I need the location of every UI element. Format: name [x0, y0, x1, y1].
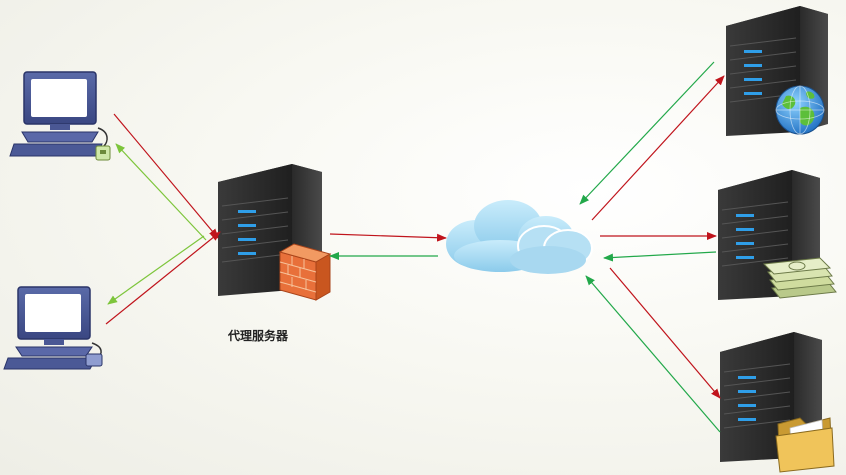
server-globe-icon	[726, 6, 828, 136]
request-arrow-proxy-cloud	[329, 233, 447, 242]
response-arrow-files-cloud	[585, 275, 721, 433]
server-firewall-icon	[218, 164, 332, 301]
request-arrow-top-client	[113, 113, 219, 239]
proxy-server-label: 代理服务器	[228, 329, 289, 343]
server-folder-icon	[720, 332, 835, 473]
server-money	[718, 170, 837, 300]
firewall-icon	[278, 243, 332, 301]
request-arrow-cloud-web	[591, 75, 725, 221]
internet-cloud	[446, 200, 593, 274]
desktop-computer-icon	[9, 71, 111, 161]
folder-icon	[775, 417, 835, 473]
money-stack-icon	[762, 257, 837, 299]
server-files	[720, 332, 835, 473]
response-arrow-web-cloud	[579, 61, 715, 205]
cloud-icon	[446, 200, 593, 274]
desktop-computer-icon	[3, 286, 103, 370]
arrows-cloud-servers	[579, 61, 725, 433]
server-money-icon	[718, 170, 837, 300]
response-arrow-money-cloud	[603, 251, 717, 262]
request-arrow-cloud-files	[609, 267, 721, 399]
arrows-client-proxy	[105, 113, 221, 325]
globe-icon	[775, 85, 825, 135]
response-arrow-bottom-client	[107, 235, 205, 305]
request-arrow-bottom-client	[105, 231, 221, 325]
server-web	[726, 6, 828, 136]
client-computer-bottom	[3, 286, 103, 370]
proxy-server	[218, 164, 332, 301]
arrows-proxy-cloud	[329, 233, 447, 260]
client-computer-top	[9, 71, 111, 161]
response-arrow-top-client	[115, 143, 207, 241]
